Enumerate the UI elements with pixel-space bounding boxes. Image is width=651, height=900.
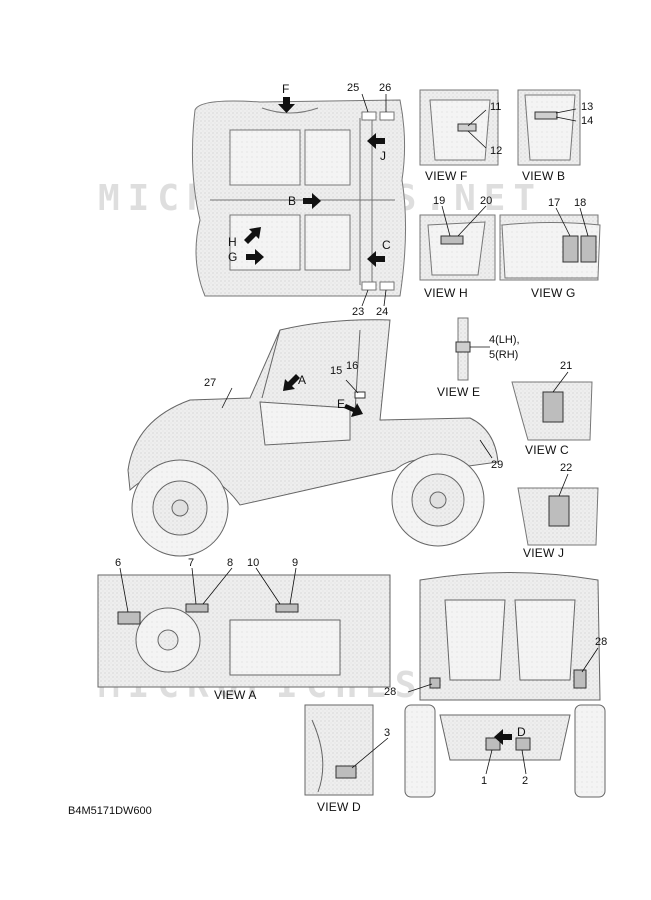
caption-view-b: VIEW B [522, 169, 566, 183]
part-number-13: 13 [581, 101, 594, 113]
view-letter-c: C [382, 238, 391, 252]
view-letter-d: D [517, 725, 526, 739]
top-view-vehicle [191, 99, 407, 297]
leader-lines [119, 93, 599, 775]
caption-view-e: VIEW E [437, 385, 481, 399]
part-number-5-rh: 5(RH) [489, 349, 519, 361]
caption-view-d: VIEW D [317, 800, 361, 814]
part-number-16: 16 [346, 360, 359, 372]
side-view-vehicle [127, 319, 499, 557]
view-letter-f: F [282, 82, 290, 96]
caption-view-g: VIEW G [531, 286, 576, 300]
view-f-detail [419, 89, 499, 166]
view-b-detail [517, 89, 581, 166]
view-letter-g: G [228, 250, 238, 264]
part-number-19: 19 [433, 195, 446, 207]
view-letter-e: E [337, 397, 346, 411]
part-number-8: 8 [227, 557, 234, 569]
caption-view-h: VIEW H [424, 286, 468, 300]
part-number-10: 10 [247, 557, 260, 569]
part-number-9: 9 [292, 557, 299, 569]
part-number-28-right: 28 [595, 636, 608, 648]
part-number-3: 3 [384, 727, 391, 739]
part-number-14: 14 [581, 115, 594, 127]
part-number-23: 23 [352, 306, 365, 318]
caption-view-j: VIEW J [523, 546, 565, 560]
part-number-29: 29 [491, 459, 504, 471]
part-number-12: 12 [490, 145, 503, 157]
view-h-detail [419, 214, 496, 281]
diagram-code: B4M5171DW600 [68, 805, 152, 817]
view-letter-a: A [298, 373, 307, 387]
part-number-22: 22 [560, 462, 573, 474]
view-letter-h: H [228, 235, 237, 249]
view-a-detail [97, 574, 391, 688]
part-number-27: 27 [204, 377, 217, 389]
part-number-6: 6 [115, 557, 122, 569]
rear-view-vehicle [404, 572, 606, 798]
part-number-11: 11 [490, 101, 502, 113]
view-letter-j: J [380, 149, 386, 163]
part-number-24: 24 [376, 306, 389, 318]
view-d-detail [304, 704, 374, 796]
part-number-18: 18 [574, 197, 587, 209]
caption-view-f: VIEW F [425, 169, 468, 183]
view-c-detail [511, 381, 593, 441]
caption-view-a: VIEW A [214, 688, 257, 702]
part-number-15: 15 [330, 365, 343, 377]
part-number-20: 20 [480, 195, 493, 207]
part-number-26: 26 [379, 82, 392, 94]
view-arrows [244, 97, 512, 745]
part-number-21: 21 [560, 360, 573, 372]
part-number-17: 17 [548, 197, 561, 209]
caption-view-c: VIEW C [525, 443, 569, 457]
part-number-4-lh: 4(LH), [489, 334, 520, 346]
part-number-28-left: 28 [384, 686, 397, 698]
view-e-detail [455, 317, 471, 381]
part-number-25: 25 [347, 82, 360, 94]
view-letter-b: B [288, 194, 297, 208]
view-g-detail [499, 214, 601, 281]
part-number-1: 1 [481, 775, 488, 787]
part-number-7: 7 [188, 557, 195, 569]
view-j-detail [517, 487, 599, 546]
part-number-2: 2 [522, 775, 529, 787]
